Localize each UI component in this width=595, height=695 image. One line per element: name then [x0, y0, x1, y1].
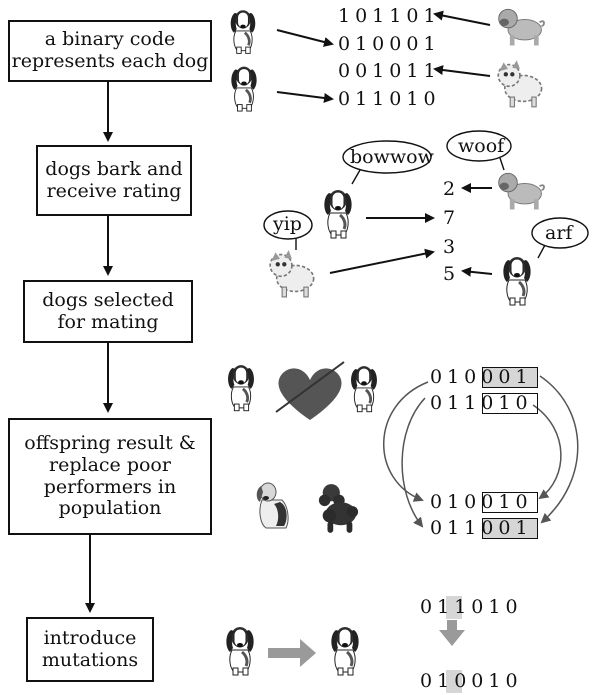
hound-dog-icon	[329, 625, 361, 677]
bubble-bowwow	[342, 140, 432, 174]
parent-2-tail-box	[482, 393, 538, 414]
mutation-after-bit: 0	[454, 670, 472, 692]
bark-bowwow: bowwow	[350, 146, 434, 168]
rating-2: 7	[443, 207, 456, 229]
bubble-yip	[263, 210, 313, 240]
crossover-arrow-2	[401, 397, 426, 528]
flow-arrows	[85, 82, 113, 613]
code-3: 001011	[338, 60, 441, 82]
poodle-dog-icon	[318, 484, 359, 533]
heart-icon	[275, 361, 345, 420]
parent-1-tail-highlight	[482, 367, 538, 388]
hound-dog-icon	[349, 364, 379, 414]
parent-1-tail-box	[482, 367, 538, 388]
encode-arrow-4	[433, 65, 491, 77]
offspring-1-tail-box	[482, 492, 538, 513]
crossover-arrow-4	[532, 404, 562, 500]
mutated-bit-highlight-after	[446, 670, 462, 693]
bark-yip: yip	[273, 213, 302, 235]
crossover-arrow-3	[539, 375, 579, 524]
rating-1: 2	[443, 178, 456, 200]
crossover-arrow-1	[383, 381, 429, 502]
step-bark-box: dogs bark and receive rating	[36, 145, 192, 216]
offspring-1-code: 010010	[430, 491, 533, 513]
mutation-after-head: 01	[420, 670, 455, 692]
crossover-arrows	[383, 375, 579, 528]
mutated-bit-highlight-before	[446, 596, 462, 619]
encode-arrow-1	[276, 29, 334, 47]
bubble-arf	[531, 217, 589, 249]
mutation-before-tail: 010	[471, 596, 523, 618]
rating-4: 5	[443, 263, 456, 285]
code-2: 010001	[338, 33, 441, 55]
mutation-after-tail: 010	[471, 670, 523, 692]
mutation-before-bit: 1	[454, 596, 472, 618]
parent-2-code: 011010	[430, 392, 533, 414]
hound-dog-icon	[229, 8, 257, 55]
encode-arrow-2	[276, 91, 334, 103]
rating-arrow-fluffy	[329, 248, 435, 274]
code-1: 101101	[338, 5, 441, 27]
encoding-arrows	[276, 10, 491, 103]
bark-arf: arf	[545, 222, 573, 244]
hound-dog-icon	[501, 255, 533, 307]
pug-dog-icon	[497, 8, 545, 47]
code-4: 011010	[338, 88, 441, 110]
mutation-after-code: 010010	[420, 670, 523, 692]
mutation-before-code: 011010	[420, 596, 523, 618]
offspring-2-tail-highlight	[482, 518, 538, 539]
hound-dog-icon	[224, 625, 256, 677]
encode-arrow-3	[433, 10, 491, 26]
hound-dog-icon	[322, 188, 354, 240]
rating-arrow-hound2	[461, 266, 493, 277]
cupid-arrow-icon	[275, 361, 345, 413]
fluffy-dog-icon	[269, 249, 315, 298]
hound-dog-icon	[226, 363, 256, 412]
hound-dog-icon	[229, 65, 259, 112]
fluffy-dog-icon	[497, 59, 543, 108]
rating-arrows	[329, 183, 493, 277]
offspring-2-tail-box	[482, 518, 538, 539]
mutation-arrow-icon	[268, 639, 316, 667]
mutation-down-arrow-icon	[439, 620, 465, 646]
speech-bubbles	[263, 130, 589, 259]
beagle-dog-icon	[256, 482, 289, 529]
rating-3: 3	[443, 236, 456, 258]
bark-woof: woof	[458, 135, 505, 157]
step-select-box: dogs selected for mating	[23, 280, 193, 343]
step-offspring-box: offspring result & replace poor performe…	[8, 418, 212, 535]
step-encode-box: a binary code represents each dog	[8, 20, 212, 82]
parent-1-code: 010001	[430, 366, 533, 388]
step-mutate-box: introduce mutations	[26, 617, 154, 682]
mutation-before-head: 01	[420, 596, 455, 618]
pug-dog-icon	[497, 172, 546, 211]
offspring-2-code: 011001	[430, 517, 533, 539]
bubble-woof	[446, 130, 512, 162]
